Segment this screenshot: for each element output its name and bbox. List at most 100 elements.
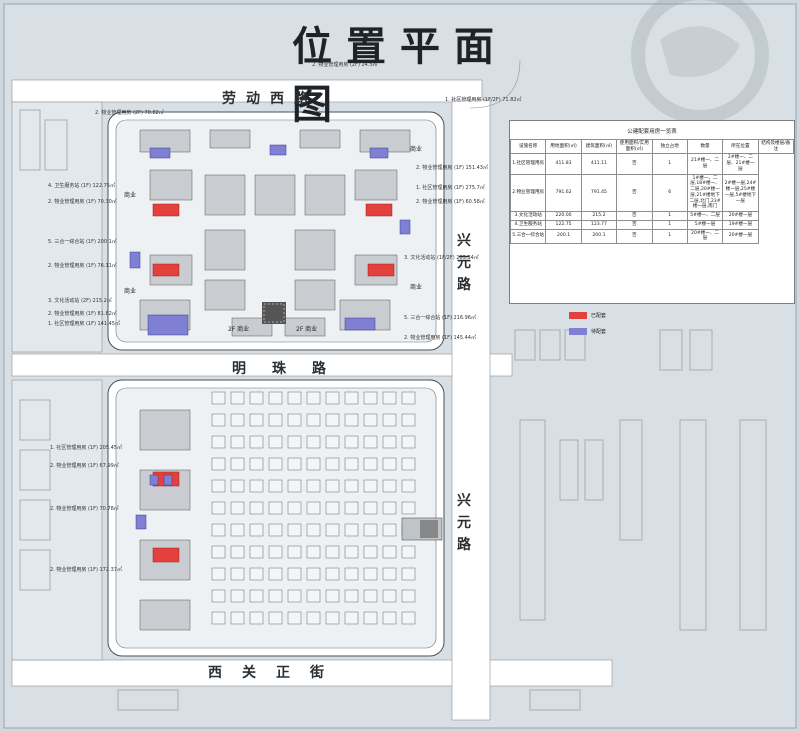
- north-buildings: [139, 129, 411, 337]
- facility-marker-pending: [163, 474, 173, 486]
- townhouse: [363, 479, 378, 493]
- townhouse: [211, 523, 226, 537]
- townhouse: [268, 545, 283, 559]
- table-cell: 否: [616, 211, 653, 221]
- table-header-cell: 数量: [686, 138, 724, 155]
- residential-building: [149, 169, 193, 201]
- road-label-east-lower: 兴元路: [457, 493, 471, 553]
- townhouse: [230, 413, 245, 427]
- table-cell: 2.物业管理用房: [509, 173, 547, 213]
- facility-marker-pending: [135, 514, 147, 530]
- townhouse: [211, 479, 226, 493]
- residential-building: [254, 174, 296, 216]
- townhouse: [287, 391, 302, 405]
- townhouse: [363, 391, 378, 405]
- townhouse: [401, 435, 416, 449]
- townhouse: [306, 523, 321, 537]
- townhouse: [306, 545, 321, 559]
- townhouse: [230, 545, 245, 559]
- legend-item-built: 已配套: [569, 312, 606, 319]
- townhouse: [211, 611, 226, 625]
- annotation-south-3: 2. 物业管理用房 (1F) 70.78㎡: [50, 506, 119, 512]
- facility-marker-pending: [147, 314, 189, 336]
- residential-building: [294, 279, 336, 311]
- residential-building: [209, 129, 251, 149]
- townhouse: [230, 479, 245, 493]
- townhouse: [344, 567, 359, 581]
- facility-marker-built: [152, 203, 180, 217]
- townhouse: [268, 413, 283, 427]
- townhouse: [249, 479, 264, 493]
- table-cell: 411.83: [545, 153, 582, 175]
- residential-building: [304, 174, 346, 216]
- townhouse: [306, 479, 321, 493]
- annotation-right-1: 2. 物业管理用房 (1F) 151.43㎡: [416, 165, 488, 171]
- townhouse: [268, 567, 283, 581]
- annotation-left-7: 1. 社区管理用房 (1F) 141.45㎡: [48, 321, 120, 327]
- townhouse: [306, 413, 321, 427]
- townhouse: [249, 567, 264, 581]
- townhouse: [268, 501, 283, 515]
- townhouse: [344, 545, 359, 559]
- townhouse: [382, 611, 397, 625]
- residential-building: [299, 129, 341, 149]
- townhouse: [401, 501, 416, 515]
- residential-building: [139, 599, 191, 631]
- legend-swatch-red: [569, 312, 587, 319]
- table-cell: 1: [651, 153, 688, 175]
- west-buildings: [19, 109, 581, 711]
- facility-marker-built: [367, 263, 395, 277]
- table-cell: 791.62: [545, 173, 582, 213]
- annotation-south-2: 2. 物业管理用房 (1F) 67.99㎡: [50, 463, 119, 469]
- residential-building: [139, 409, 191, 451]
- residential-building: [204, 279, 246, 311]
- residential-building: [204, 174, 246, 216]
- annotation-top-right: 1. 社区管理用房 (1F/2F) 71.82㎡: [445, 97, 522, 103]
- south-block: [107, 379, 445, 657]
- table-cell: 1: [651, 228, 688, 245]
- annotation-right-5: 5. 三合一综合站 (1F) 216.96㎡: [404, 315, 476, 321]
- table-header-cell: 结构及楼层/备注: [757, 138, 795, 155]
- legend-label: 已配套: [591, 313, 607, 319]
- townhouse: [230, 567, 245, 581]
- townhouse: [401, 545, 416, 559]
- annotation-right-6: 2. 物业管理用房 (1F) 145.44㎡: [404, 335, 476, 341]
- townhouse: [325, 567, 340, 581]
- townhouse: [306, 567, 321, 581]
- residential-building: [284, 317, 326, 337]
- table-cell: 411.11: [580, 153, 618, 175]
- table-header-cell: 独立占地: [651, 138, 688, 155]
- townhouse: [230, 435, 245, 449]
- east-gate: [401, 517, 443, 541]
- table-cell: 4.卫生服务站: [509, 219, 547, 230]
- table-header-row: 设施名称用地面积(㎡)建筑面积(㎡)使用面积/实用面积(㎡)独立占地数量所在位置…: [509, 138, 795, 155]
- annotation-south-1: 1. 社区管理用房 (1F) 205.45㎡: [50, 445, 122, 451]
- townhouse: [382, 479, 397, 493]
- townhouse: [382, 523, 397, 537]
- table-header-cell: 建筑面积(㎡): [580, 138, 618, 155]
- table-header-cell: 使用面积/实用面积(㎡): [616, 138, 653, 155]
- townhouse: [287, 567, 302, 581]
- townhouse: [287, 413, 302, 427]
- townhouse: [249, 523, 264, 537]
- west-strip-south: [11, 379, 103, 661]
- townhouse: [268, 435, 283, 449]
- townhouse: [363, 545, 378, 559]
- townhouse: [382, 435, 397, 449]
- townhouse: [249, 501, 264, 515]
- townhouse: [211, 567, 226, 581]
- townhouse: [230, 501, 245, 515]
- townhouse: [382, 391, 397, 405]
- townhouse: [363, 435, 378, 449]
- townhouse: [325, 435, 340, 449]
- townhouse: [211, 589, 226, 603]
- townhouse: [325, 501, 340, 515]
- townhouse: [268, 523, 283, 537]
- table-cell: 19#楼一层: [722, 219, 759, 230]
- townhouse: [249, 545, 264, 559]
- townhouse: [325, 611, 340, 625]
- annotation-left-3: 5. 三合一综合站 (1F) 200.1㎡: [48, 239, 117, 245]
- townhouse: [363, 457, 378, 471]
